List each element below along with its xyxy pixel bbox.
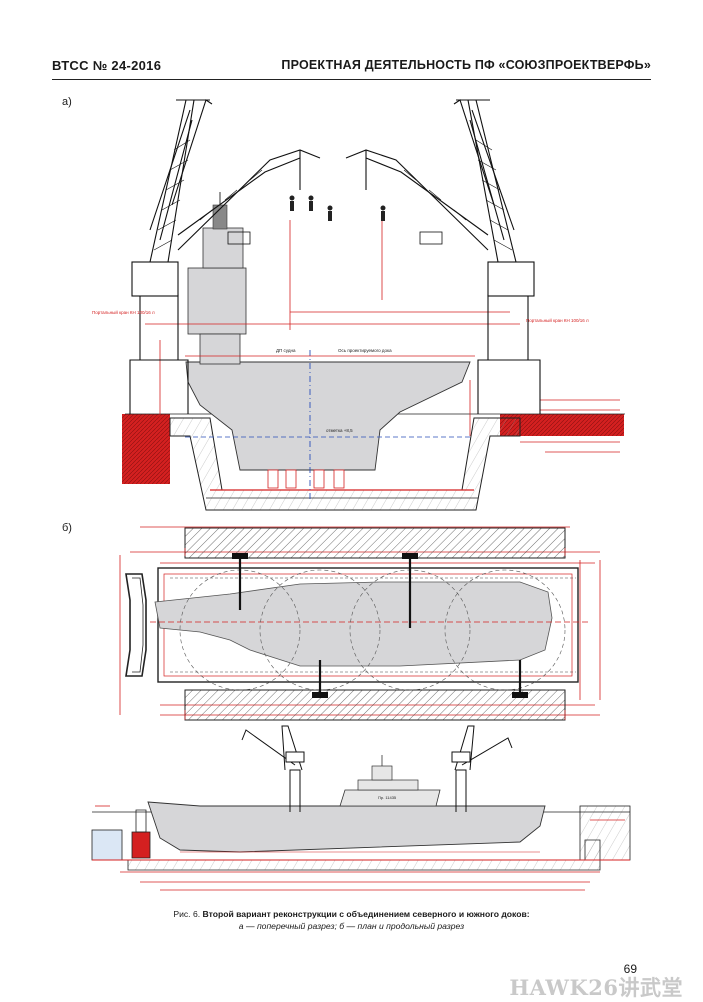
- gate-section: [131, 831, 151, 859]
- plan-cranes: [238, 557, 522, 696]
- left-crane-lattice: [153, 139, 263, 251]
- combined-dock-outline: [157, 567, 579, 683]
- right-quay-fill: [500, 414, 624, 436]
- north-quay-strip: [184, 527, 566, 559]
- crane-right-label: Портальный кран КН 100/16 л: [526, 317, 589, 323]
- ship-hull-section: [185, 361, 471, 471]
- caption-title: Второй вариант реконструкции с объединен…: [202, 909, 530, 919]
- level-label: отметка +8,5: [326, 428, 353, 433]
- centerline-label: Ось проектируемого дока: [338, 348, 392, 353]
- caisson-gate: [125, 573, 147, 677]
- figure-caption: Рис. 6. Второй вариант реконструкции с о…: [0, 908, 703, 932]
- waterline-label: ДП судна: [276, 348, 296, 353]
- page-number: 69: [623, 962, 637, 976]
- south-quay-strip: [184, 689, 566, 721]
- profile-cranes: [241, 725, 513, 812]
- plan-view-b: [119, 526, 601, 721]
- cross-section-a: Портальный кран КН 100/16 л Портальный к…: [92, 99, 625, 511]
- panel-b-label: б): [62, 522, 72, 534]
- left-quay-fill: [122, 414, 170, 484]
- crane-left-label: Портальный кран КН 100/16 л: [92, 309, 155, 315]
- caption-line2: а — поперечный разрез; б — план и продол…: [238, 921, 465, 931]
- technical-drawing: Портальный кран КН 100/16 л Портальный к…: [91, 99, 631, 891]
- ship-island: [187, 267, 247, 335]
- longitudinal-section: Пр. 11435: [91, 725, 631, 891]
- header-rule: [52, 79, 651, 80]
- section-title: ПРОЕКТНАЯ ДЕЯТЕЛЬНОСТЬ ПФ «СОЮЗПРОЕКТВЕР…: [281, 58, 651, 72]
- caption-prefix: Рис. 6.: [173, 909, 201, 919]
- ship-profile: [147, 801, 546, 853]
- right-crane-lattice: [403, 139, 513, 251]
- watermark: HAWK26讲武堂: [509, 975, 683, 1000]
- page-header: ВТСС № 24-2016 ПРОЕКТНАЯ ДЕЯТЕЛЬНОСТЬ ПФ…: [52, 58, 651, 80]
- panel-a-label: а): [62, 96, 72, 108]
- journal-issue: ВТСС № 24-2016: [52, 58, 162, 73]
- ship-tag: Пр. 11435: [378, 795, 397, 800]
- ship-plan: [154, 581, 553, 667]
